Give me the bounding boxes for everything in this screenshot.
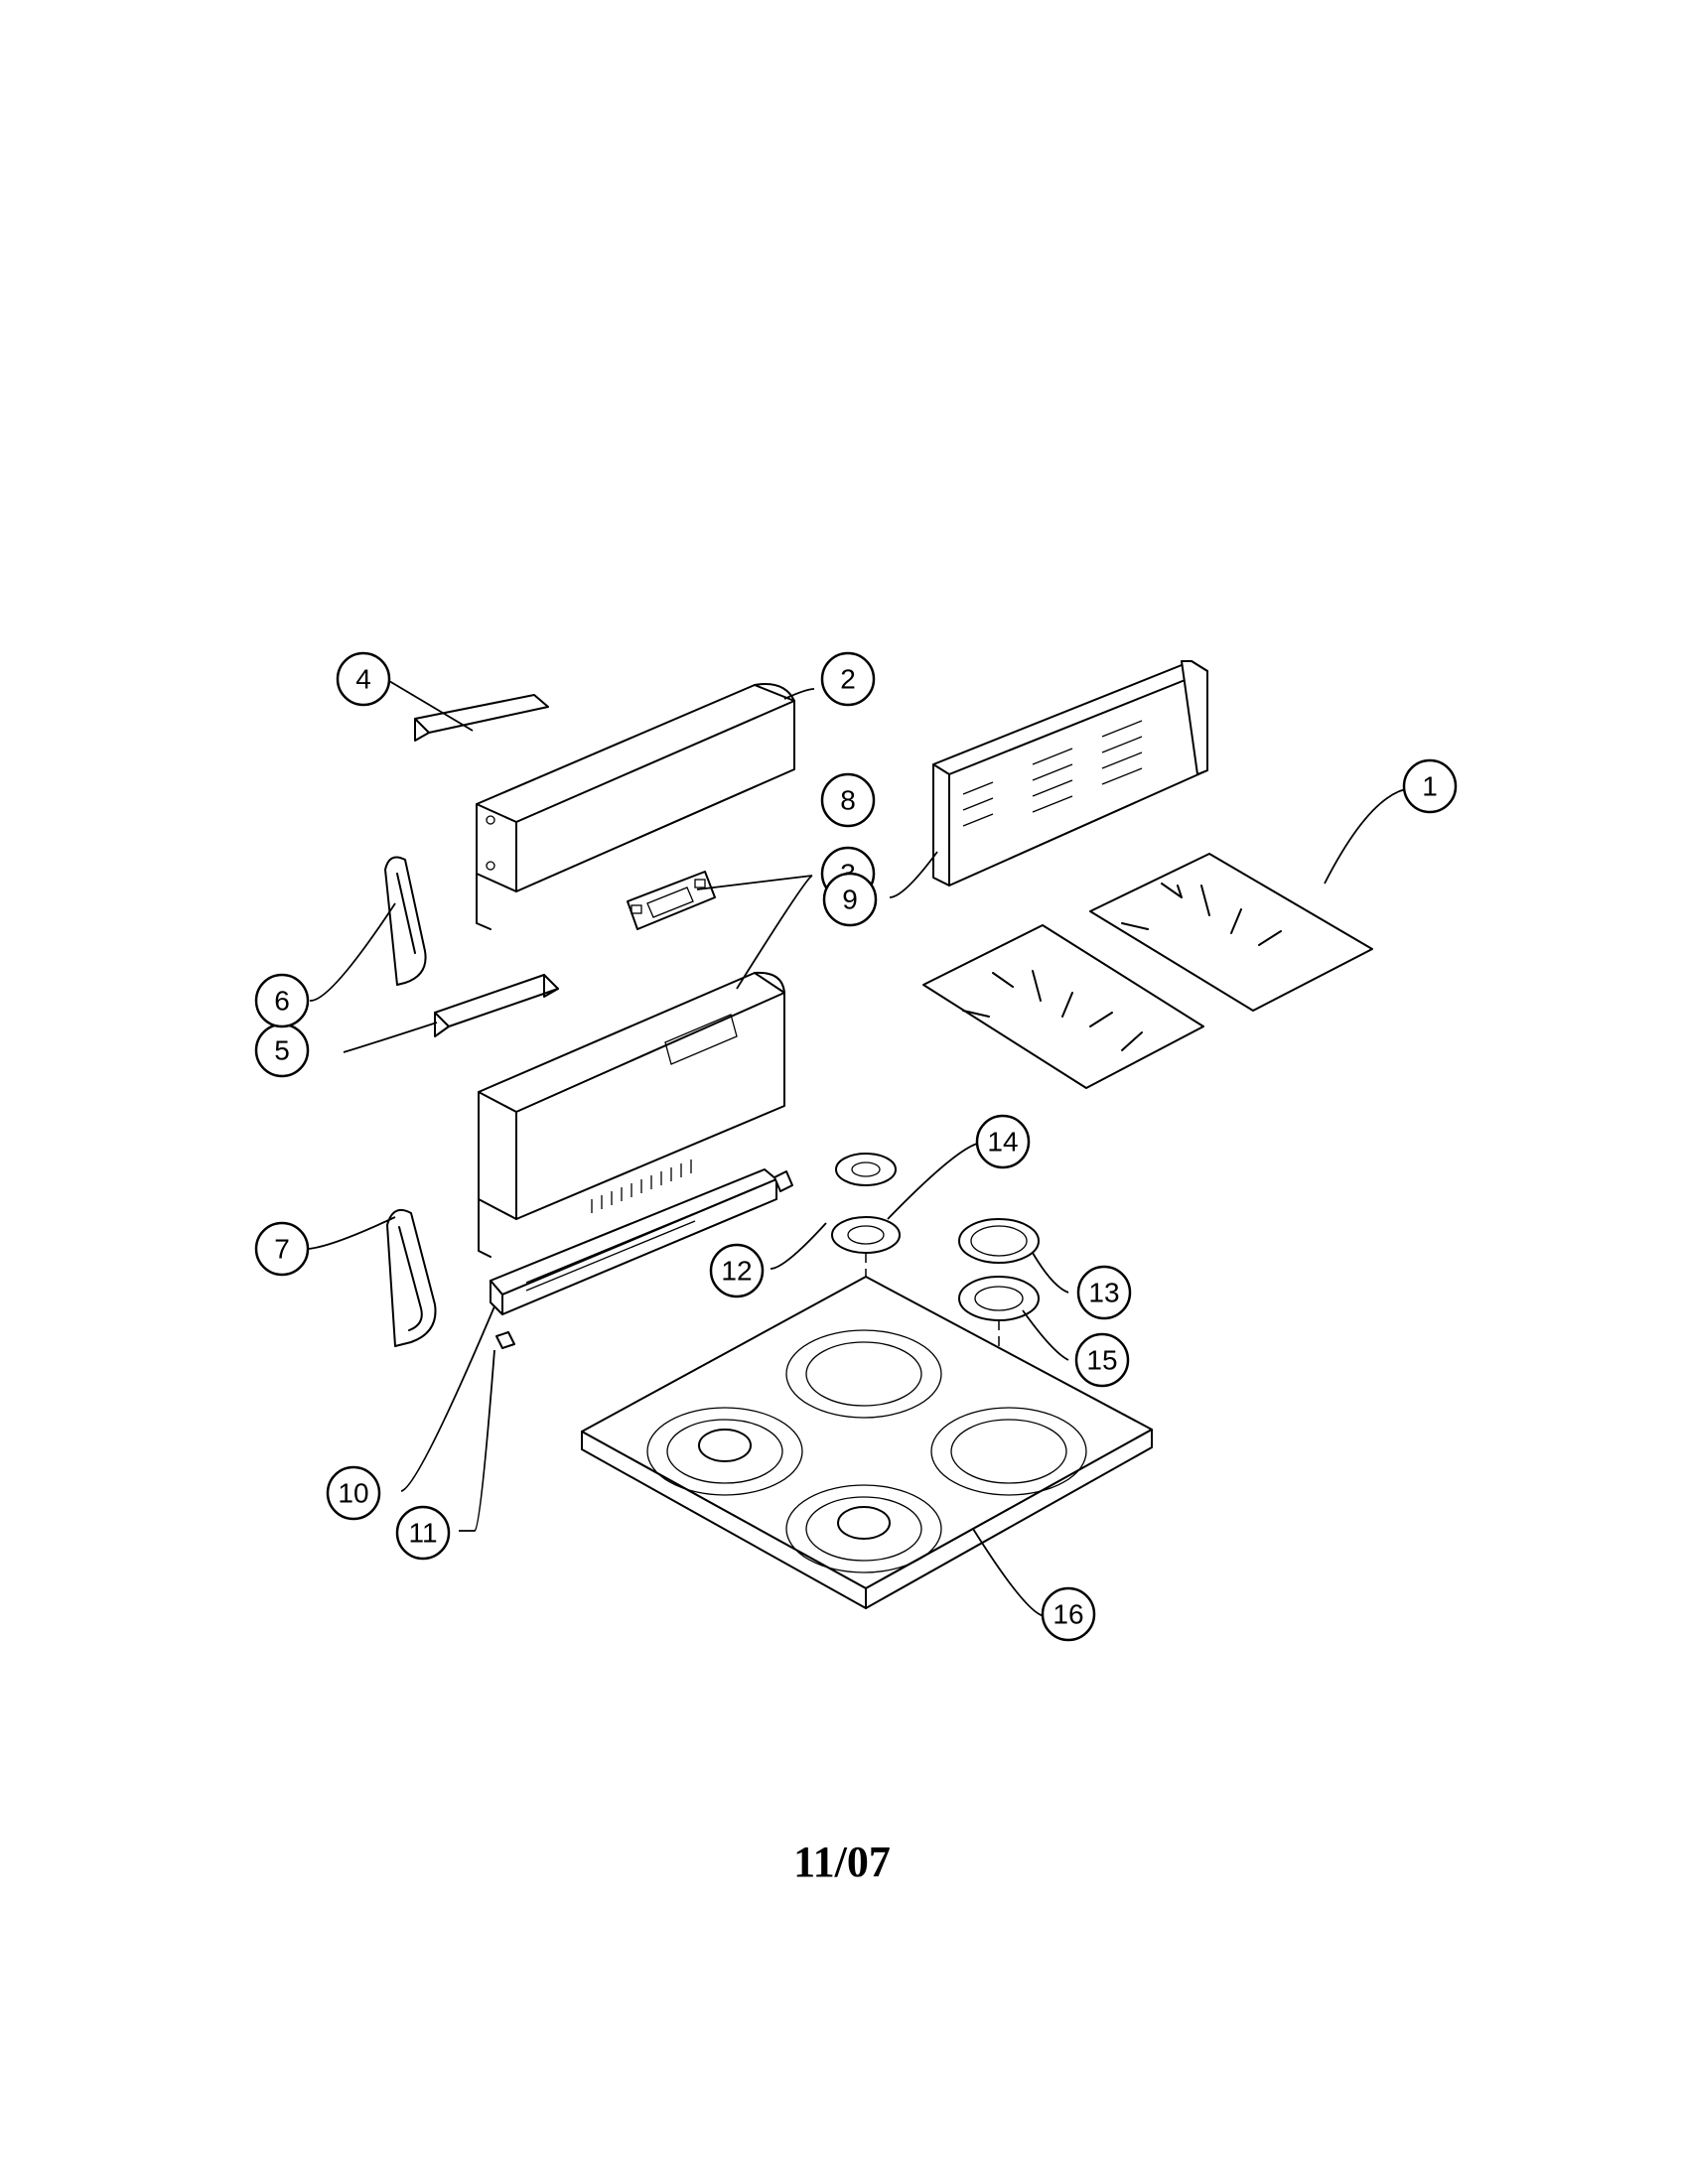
svg-text:7: 7 [274, 1234, 290, 1265]
callout-11: 11 [395, 1505, 451, 1561]
callout-9: 9 [822, 872, 878, 927]
callout-7: 7 [254, 1221, 310, 1277]
svg-text:1: 1 [1422, 771, 1438, 802]
svg-text:4: 4 [355, 664, 371, 695]
svg-text:10: 10 [338, 1478, 368, 1509]
part-14-burner-base [831, 1216, 901, 1254]
callout-8: 8 [820, 772, 876, 828]
svg-text:11: 11 [408, 1518, 437, 1549]
part-6-end-cap [384, 856, 427, 986]
grate-fingers [962, 883, 1282, 1051]
footer-date: 11/07 [793, 1838, 891, 1886]
callout-4: 4 [336, 651, 391, 707]
part-4-end-cap [414, 694, 549, 742]
part-8-display-module [627, 871, 716, 930]
svg-text:14: 14 [987, 1127, 1018, 1158]
leader-lines [307, 680, 1411, 1617]
part-12-burner-cap [835, 1153, 897, 1186]
part-15-burner-base [958, 1276, 1040, 1321]
callout-13: 13 [1076, 1265, 1132, 1320]
callout-16: 16 [1041, 1586, 1096, 1642]
callout-2: 2 [820, 651, 876, 707]
callout-5: 5 [254, 1023, 310, 1078]
vent-slots [591, 1160, 692, 1213]
svg-text:9: 9 [842, 885, 858, 915]
part-9-rear-panel [932, 660, 1208, 887]
svg-text:8: 8 [840, 785, 856, 816]
part-16-cooktop [581, 1276, 1153, 1609]
part-7-end-cap [386, 1209, 437, 1347]
svg-text:15: 15 [1086, 1345, 1117, 1376]
svg-text:6: 6 [274, 986, 290, 1017]
part-2-backguard-panel [476, 683, 795, 930]
svg-text:16: 16 [1052, 1599, 1083, 1630]
part-5-channel-bracket [434, 974, 559, 1037]
svg-text:13: 13 [1088, 1278, 1119, 1308]
callout-15: 15 [1074, 1332, 1130, 1388]
callout-1: 1 [1402, 758, 1458, 814]
svg-text:12: 12 [721, 1256, 752, 1287]
part-3-control-panel [478, 971, 785, 1258]
callout-12: 12 [709, 1243, 765, 1298]
part-13-burner-cap [958, 1218, 1040, 1264]
part-11-clip [495, 1170, 793, 1349]
svg-text:5: 5 [274, 1035, 290, 1066]
callout-10: 10 [326, 1465, 381, 1521]
callout-6: 6 [254, 973, 310, 1028]
svg-text:2: 2 [840, 664, 856, 695]
vent-louvers [962, 720, 1143, 827]
part-1-grates [922, 853, 1373, 1089]
callout-14: 14 [975, 1114, 1031, 1169]
